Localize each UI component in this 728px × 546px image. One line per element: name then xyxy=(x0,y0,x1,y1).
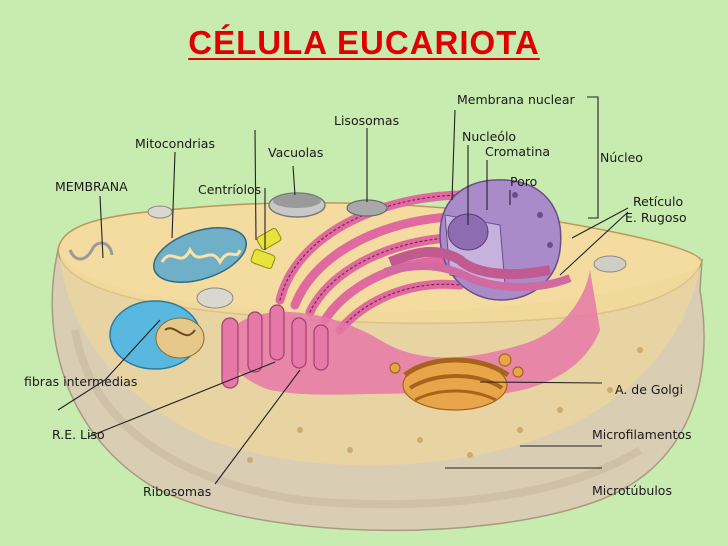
page-title: CÉLULA EUCARIOTA xyxy=(188,24,540,61)
label-cromatina: Cromatina xyxy=(485,144,551,159)
cell-outer-shading xyxy=(71,329,643,509)
label-membrana-nuclear: Membrana nuclear xyxy=(457,92,575,107)
golgi xyxy=(389,353,524,411)
label-microfilamentos: Microfilamentos xyxy=(592,427,692,442)
leader-lines xyxy=(57,96,629,485)
mitochondria xyxy=(109,227,247,370)
membrane-rim xyxy=(68,241,114,261)
label-re-liso: R.E. Liso xyxy=(52,427,105,442)
vacuoles xyxy=(147,192,627,309)
label-golgi: A. de Golgi xyxy=(615,382,684,397)
label-nucleo: Núcleo xyxy=(600,150,643,165)
label-ribosomas: Ribosomas xyxy=(143,484,212,499)
label-poro: Poro xyxy=(510,174,538,189)
label-mitocondrias: Mitocondrias xyxy=(135,136,215,151)
label-membrana: MEMBRANA xyxy=(55,179,128,194)
label-reticulo-rugoso: E. Rugoso xyxy=(625,210,687,225)
label-centriolos: Centríolos xyxy=(198,182,262,197)
label-reticulo: Retículo xyxy=(633,194,684,209)
ribosome-dots xyxy=(247,347,643,463)
label-fibras-intermedias: fibras intermedias xyxy=(24,374,138,389)
label-lisosomas: Lisosomas xyxy=(334,113,400,128)
centrioles xyxy=(250,228,282,269)
label-microtubulos: Microtúbulos xyxy=(592,483,672,498)
label-vacuolas: Vacuolas xyxy=(268,145,324,160)
label-nucleolo: Nucleólo xyxy=(462,129,517,144)
smooth-er xyxy=(221,304,329,389)
